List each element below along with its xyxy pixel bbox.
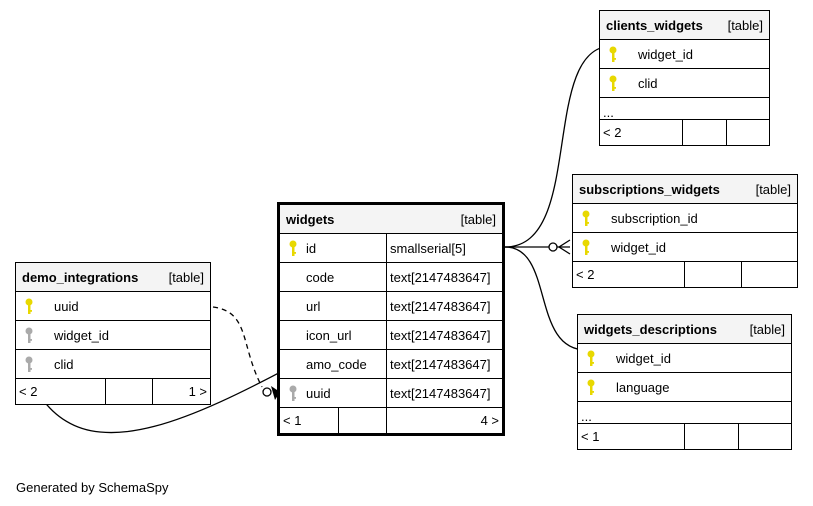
- primary-key-icon: [582, 239, 590, 255]
- column-name: uuid: [54, 298, 79, 314]
- table-name: demo_integrations: [22, 269, 139, 285]
- primary-key-icon: [289, 240, 297, 256]
- parents-count[interactable]: < 2: [576, 267, 595, 282]
- rows-count: [682, 120, 726, 145]
- table-kind: [table]: [755, 181, 791, 197]
- foreign-key-icon: [25, 356, 33, 372]
- column-name: language: [616, 379, 670, 395]
- parents-count[interactable]: < 2: [603, 125, 622, 140]
- edge-uuid-optional-marker: [262, 387, 272, 397]
- column-type: text[2147483647]: [386, 379, 502, 407]
- column-name: widget_id: [54, 327, 109, 343]
- edge-widgets-descriptions: [504, 246, 589, 356]
- table-footer: < 1 4 >: [280, 408, 502, 433]
- column-name: widget_id: [616, 350, 671, 366]
- edge-subscriptions-widgets-crow: [557, 239, 571, 255]
- column-type: smallserial[5]: [386, 234, 502, 262]
- column-row[interactable]: subscription_id: [573, 204, 797, 233]
- table-footer: < 2: [573, 262, 797, 287]
- table-header: demo_integrations [table]: [16, 263, 210, 292]
- table-header: widgets [table]: [280, 205, 502, 234]
- table-demo-integrations[interactable]: demo_integrations [table] uuid widget_id…: [15, 262, 211, 405]
- edge-uuid-dashed: [212, 306, 263, 388]
- column-name: widget_id: [611, 239, 666, 255]
- column-row[interactable]: clid: [16, 350, 210, 379]
- primary-key-icon: [587, 350, 595, 366]
- table-subscriptions-widgets[interactable]: subscriptions_widgets [table] subscripti…: [572, 174, 798, 288]
- column-name: url: [306, 298, 321, 314]
- table-name: widgets_descriptions: [584, 321, 717, 337]
- column-row[interactable]: language: [578, 373, 791, 402]
- table-name: widgets: [286, 211, 335, 227]
- column-row[interactable]: uuid: [16, 292, 210, 321]
- rows-count: [684, 262, 741, 287]
- foreign-key-icon: [25, 327, 33, 343]
- primary-key-icon: [609, 75, 617, 91]
- column-row[interactable]: clid: [600, 69, 769, 98]
- column-row[interactable]: icon_url text[2147483647]: [280, 321, 502, 350]
- table-name: clients_widgets: [606, 17, 703, 33]
- column-name: amo_code: [306, 356, 367, 372]
- table-header: clients_widgets [table]: [600, 11, 769, 40]
- more-columns-indicator: ...: [600, 98, 769, 120]
- primary-key-icon: [25, 298, 33, 314]
- rows-count: [105, 379, 152, 404]
- column-row[interactable]: widget_id: [600, 40, 769, 69]
- primary-key-icon: [587, 379, 595, 395]
- table-kind: [table]: [749, 321, 785, 337]
- column-row[interactable]: widget_id: [573, 233, 797, 262]
- column-type: text[2147483647]: [386, 321, 502, 349]
- more-columns-indicator: ...: [578, 402, 791, 424]
- generator-credit: Generated by SchemaSpy: [16, 480, 169, 495]
- column-row[interactable]: widget_id: [578, 344, 791, 373]
- table-name: subscriptions_widgets: [579, 181, 720, 197]
- column-name: uuid: [306, 385, 331, 401]
- table-footer: < 1: [578, 424, 791, 449]
- rows-count: [338, 408, 386, 433]
- foreign-key-icon: [289, 385, 297, 401]
- column-name: code: [306, 269, 335, 285]
- column-name: icon_url: [306, 327, 352, 343]
- edge-subscriptions-widgets-optional-marker: [548, 242, 558, 252]
- column-name: widget_id: [638, 46, 693, 62]
- children-count[interactable]: [738, 424, 791, 449]
- table-kind: [table]: [460, 211, 496, 227]
- table-kind: [table]: [727, 17, 763, 33]
- column-row[interactable]: code text[2147483647]: [280, 263, 502, 292]
- parents-count[interactable]: < 1: [283, 413, 302, 428]
- children-count[interactable]: 1 >: [152, 379, 210, 404]
- column-type: text[2147483647]: [386, 292, 502, 320]
- parents-count[interactable]: < 2: [19, 384, 38, 399]
- table-footer: < 2 1 >: [16, 379, 210, 404]
- column-name: clid: [638, 75, 658, 91]
- column-name: clid: [54, 356, 74, 372]
- edge-clients-widgets: [504, 41, 611, 248]
- table-kind: [table]: [168, 269, 204, 285]
- column-name: subscription_id: [611, 210, 698, 226]
- primary-key-icon: [609, 46, 617, 62]
- table-footer: < 2: [600, 120, 769, 145]
- parents-count[interactable]: < 1: [581, 429, 600, 444]
- column-row[interactable]: uuid text[2147483647]: [280, 379, 502, 408]
- column-row[interactable]: widget_id: [16, 321, 210, 350]
- table-clients-widgets[interactable]: clients_widgets [table] widget_id clid .…: [599, 10, 770, 146]
- table-header: subscriptions_widgets [table]: [573, 175, 797, 204]
- rows-count: [684, 424, 738, 449]
- children-count[interactable]: 4 >: [386, 408, 502, 433]
- primary-key-icon: [582, 210, 590, 226]
- column-type: text[2147483647]: [386, 350, 502, 378]
- table-widgets[interactable]: widgets [table] id smallserial[5] code t…: [277, 202, 505, 436]
- column-row[interactable]: id smallserial[5]: [280, 234, 502, 263]
- column-row[interactable]: amo_code text[2147483647]: [280, 350, 502, 379]
- column-type: text[2147483647]: [386, 263, 502, 291]
- children-count[interactable]: [741, 262, 797, 287]
- table-header: widgets_descriptions [table]: [578, 315, 791, 344]
- column-name: id: [306, 240, 317, 256]
- table-widgets-descriptions[interactable]: widgets_descriptions [table] widget_id l…: [577, 314, 792, 450]
- children-count[interactable]: [726, 120, 769, 145]
- edge-uuid-arrowhead: [271, 386, 280, 400]
- column-row[interactable]: url text[2147483647]: [280, 292, 502, 321]
